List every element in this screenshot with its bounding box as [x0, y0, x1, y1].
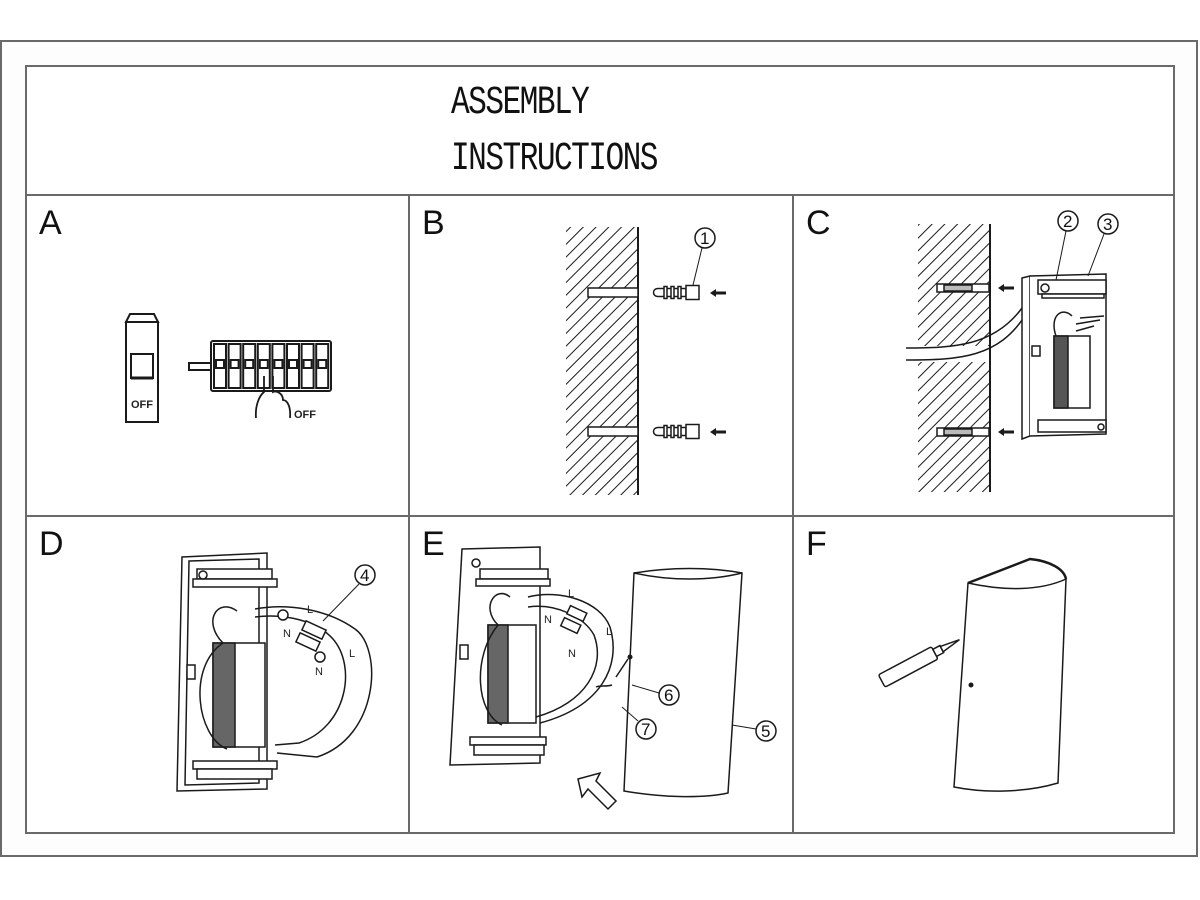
- dip-switch-cell: [271, 343, 286, 389]
- mount-bracket-illustration: 2 3: [905, 210, 1119, 492]
- dip-switch-cell: [315, 343, 330, 389]
- wire-label-neutral: N: [283, 628, 291, 640]
- dip-switch-cell: [227, 343, 242, 389]
- title-line-2: INSTRUCTIONS: [451, 137, 659, 182]
- svg-text:1: 1: [700, 229, 709, 248]
- wall-plug-icon: [652, 423, 700, 440]
- wire-label-live: L: [568, 588, 574, 600]
- panel-b: B 1: [410, 196, 792, 515]
- screw-icon: [595, 658, 629, 688]
- wire-label-neutral: N: [568, 648, 576, 660]
- row-divider: [27, 515, 1173, 517]
- direction-arrow-icon: [577, 771, 618, 811]
- breaker-off-label: OFF: [131, 399, 153, 411]
- panel-letter: A: [39, 204, 62, 242]
- dip-switch-knob: [273, 359, 284, 369]
- wall-plug-icon: [652, 284, 700, 301]
- cover-attach-illustration: L N N L 6 7 5: [449, 546, 777, 811]
- wire-label-neutral: N: [544, 614, 552, 626]
- dip-switch-cell: [300, 343, 315, 389]
- svg-text:2: 2: [1063, 212, 1072, 231]
- callout-5: 5: [731, 720, 777, 742]
- svg-text:7: 7: [641, 720, 650, 739]
- callout-6: 6: [631, 684, 680, 706]
- wall-section: [566, 227, 638, 495]
- circuit-breaker-icon: [124, 313, 160, 423]
- header: ASSEMBLY INSTRUCTIONS: [27, 67, 1173, 196]
- dip-switch-cell: [286, 343, 300, 389]
- terminal-block: [294, 619, 328, 653]
- callout-3: 3: [1087, 213, 1119, 277]
- screw-hole-icon: [968, 682, 974, 688]
- panel-letter: D: [39, 525, 64, 563]
- switch-off-label: OFF: [294, 409, 316, 421]
- wire-label-live: L: [349, 648, 355, 660]
- terminal-block: [559, 604, 588, 635]
- callout-2: 2: [1055, 210, 1079, 281]
- callout-1: 1: [692, 227, 716, 286]
- arrow-icon: [998, 284, 1014, 436]
- panel-letter: F: [806, 525, 827, 563]
- dip-switch-icon: [188, 340, 332, 392]
- svg-text:5: 5: [761, 722, 770, 741]
- callout-4: 4: [322, 564, 376, 622]
- arrow-icon: [710, 289, 726, 436]
- panel-letter: E: [422, 525, 445, 563]
- hand-icon: [254, 376, 292, 419]
- wire-label-neutral: N: [315, 666, 323, 678]
- wire-label-live: L: [606, 626, 612, 638]
- panel-letter: C: [806, 204, 831, 242]
- callout-7: 7: [621, 706, 657, 740]
- wire-label-live: L: [307, 604, 313, 616]
- svg-text:3: 3: [1103, 215, 1112, 234]
- svg-text:6: 6: [664, 686, 673, 705]
- mounting-bracket: [1021, 275, 1031, 441]
- lamp-cover: [623, 567, 743, 798]
- dip-switch-knob: [258, 359, 269, 369]
- dip-switch-knob: [229, 359, 240, 369]
- dip-switch-knob: [288, 359, 298, 369]
- drill-hole-bottom: [587, 426, 639, 437]
- wiring-connection-illustration: L N N L 4: [176, 552, 376, 792]
- sealant-tube-icon: [878, 638, 960, 688]
- svg-text:4: 4: [360, 566, 369, 585]
- panel-e: E: [410, 517, 792, 834]
- instruction-sheet: ASSEMBLY INSTRUCTIONS A: [25, 65, 1175, 834]
- dip-switch-cell: [213, 343, 227, 389]
- switch-off-illustration: OFF OFF: [124, 313, 332, 423]
- lamp-cover: [953, 558, 1067, 792]
- wall-plug-illustration: 1: [566, 227, 726, 495]
- panel-a: A OFF OFF: [27, 196, 408, 515]
- panel-d: D: [27, 517, 408, 834]
- panel-c: C: [794, 196, 1173, 515]
- dip-switch-knob: [317, 359, 328, 369]
- dip-switch-knob: [244, 359, 255, 369]
- dip-switch-cell: [242, 343, 257, 389]
- finished-lamp-illustration: [878, 557, 1068, 792]
- drill-hole-top: [587, 287, 639, 298]
- panel-letter: B: [422, 204, 445, 242]
- title-line-1: ASSEMBLY: [451, 81, 590, 126]
- dip-switch-knob: [215, 359, 225, 369]
- dip-switch-knob: [302, 359, 313, 369]
- panel-f: F: [794, 517, 1173, 834]
